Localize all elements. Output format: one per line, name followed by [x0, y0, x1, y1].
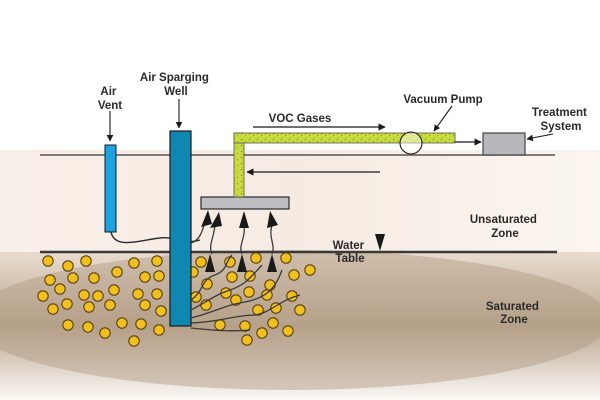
contaminant-particle [288, 269, 300, 281]
contaminant-particle [241, 334, 253, 346]
vacuum-pump [399, 131, 423, 155]
contaminant-particle [252, 304, 264, 316]
contaminant-particle [139, 299, 151, 311]
contaminant-particle [214, 319, 226, 331]
contaminant-particle [128, 335, 140, 347]
unsaturated-zone-up-arrows [201, 210, 278, 228]
contaminant-particle [267, 317, 279, 329]
unsaturated-zone [0, 150, 600, 252]
contaminant-particle [111, 266, 123, 278]
contaminant-particle [83, 301, 95, 313]
contaminant-particle [226, 271, 238, 283]
contaminant-particle [62, 319, 74, 331]
soil-layers [0, 150, 600, 400]
air-sparging-well-label: Air Sparging Well [140, 72, 212, 98]
contaminant-particle [78, 289, 90, 301]
saturated-zone [0, 252, 600, 400]
contaminant-particle [104, 299, 116, 311]
contaminant-particle [80, 255, 92, 267]
treatment-system-label: Treatment System [532, 107, 590, 133]
contaminant-particle [294, 304, 306, 316]
contaminant-particle [153, 324, 165, 336]
contaminant-particle [190, 291, 202, 303]
contaminant-particle [270, 302, 282, 314]
contaminant-particle [244, 270, 256, 282]
air-vent-label: Air Vent [98, 86, 122, 112]
saturated-zone-label: Saturated Zone [486, 301, 542, 326]
contaminant-particle [250, 252, 262, 264]
contaminant-particle [54, 283, 66, 295]
contaminant-particle [304, 264, 316, 276]
saturated-zone-up-arrows [205, 254, 277, 272]
contaminant-particle [44, 274, 56, 286]
contaminant-particle [256, 327, 268, 339]
water-table-marker-icon [375, 234, 385, 251]
contaminant-particle [61, 298, 73, 310]
unsaturated-zone-vapor-paths [190, 221, 274, 255]
air-vent-pipe [104, 144, 117, 233]
contaminant-particle [47, 303, 59, 315]
contaminant-particle [264, 279, 276, 291]
contaminant-particle [108, 284, 120, 296]
treatment-system-pointer-arrow [526, 133, 554, 142]
contaminant-particle [116, 317, 128, 329]
contaminant-particle [153, 270, 165, 282]
water-table-label: Water Table [333, 240, 368, 265]
contaminant-particle [280, 252, 292, 264]
vacuum-pump-label: Vacuum Pump [403, 94, 482, 106]
voc-gases-label: VOC Gases [269, 113, 332, 125]
contaminant-particle [243, 286, 255, 298]
contaminant-particle [67, 272, 79, 284]
contaminant-particle [151, 288, 163, 300]
extraction-manifold [200, 196, 290, 210]
contaminant-particle [132, 288, 144, 300]
contaminant-particle [88, 272, 100, 284]
treatment-system-box [482, 132, 526, 156]
contaminant-particle [135, 318, 147, 330]
contaminant-particle [92, 290, 104, 302]
contaminant-particle [155, 305, 167, 317]
contaminant-particle [139, 271, 151, 283]
unsaturated-zone-label: Unsaturated Zone [470, 214, 540, 240]
contaminant-particle [282, 325, 294, 337]
contaminant-particle [37, 290, 49, 302]
air-sparging-well [169, 130, 192, 327]
contaminant-particle [195, 256, 207, 268]
vapor-extraction-pipe [233, 132, 456, 198]
contaminant-particle [62, 260, 74, 272]
air-plume-paths [190, 254, 301, 332]
contaminant-particle [261, 289, 273, 301]
contaminant-particle [128, 257, 140, 269]
contaminant-particle [99, 327, 111, 339]
contaminant-particle [239, 320, 251, 332]
vacuum-pump-pointer-arrow [433, 105, 453, 132]
contaminant-particle [42, 255, 54, 267]
contaminant-particle [82, 321, 94, 333]
saturated-zone-shade [0, 250, 600, 390]
contaminant-particle [151, 255, 163, 267]
